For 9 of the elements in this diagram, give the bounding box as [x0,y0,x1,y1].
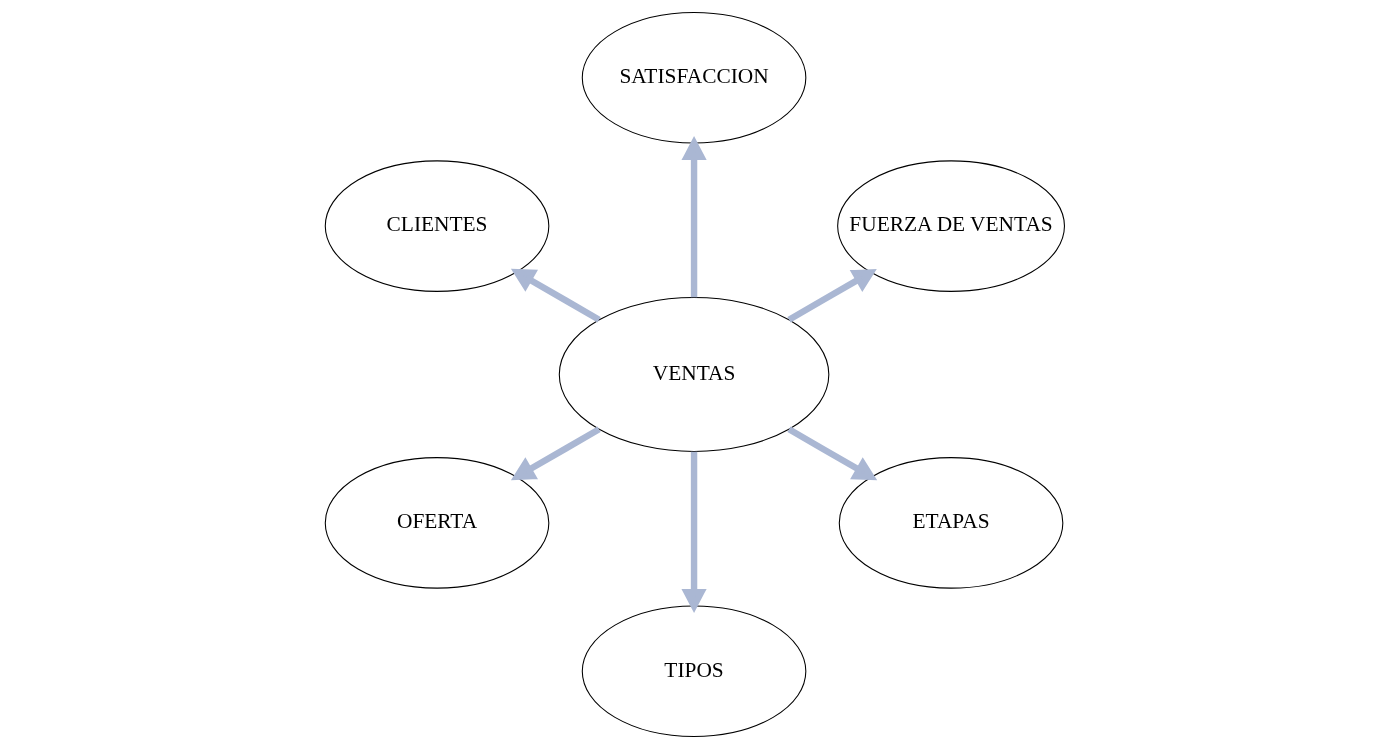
arrow [510,268,601,323]
arrow [786,426,877,481]
node-ellipse: TIPOS [581,605,806,738]
arrow [510,426,601,481]
arrow [680,136,707,298]
arrow [786,269,877,323]
node-ellipse: SATISFACCION [581,11,806,144]
arrow [680,451,707,613]
node-ellipse: VENTAS [558,296,829,453]
